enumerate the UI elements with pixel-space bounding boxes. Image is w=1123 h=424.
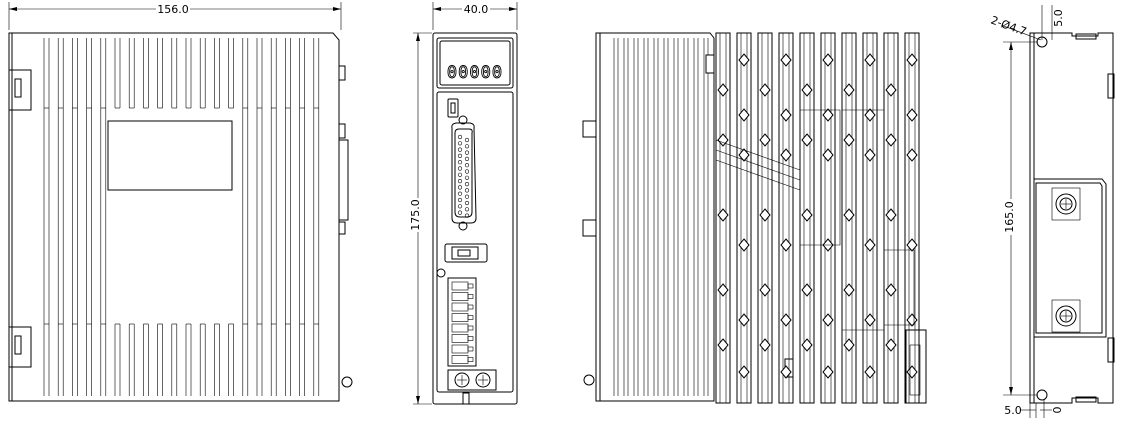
- rear-hole-callout: 2-Ø4.7: [989, 14, 1028, 39]
- comm-port: [444, 243, 488, 263]
- rear-bottom-offset: 5.0: [1004, 404, 1022, 417]
- front-view: 40.0 175.0 00000: [409, 2, 518, 405]
- usb-port: [447, 98, 459, 118]
- mount-hole-bottom: [1036, 389, 1048, 401]
- left-side-view: 156.0: [8, 2, 353, 402]
- rear-height-dimension: 165.0: [1003, 201, 1016, 233]
- front-width-dimension: 156.0: [157, 3, 189, 16]
- terminal-block: [447, 277, 477, 367]
- label-plate: [107, 120, 233, 191]
- rear-top-offset: 5.0: [1052, 9, 1065, 27]
- rear-view: 5.0 2-Ø4.7 165.0 5.0 0: [989, 5, 1115, 418]
- display-digits: 00000: [447, 63, 503, 83]
- heatsink-side-view: [582, 32, 927, 404]
- db-connector: [451, 115, 477, 231]
- led-display: [439, 40, 511, 86]
- rear-bottom-small: 0: [1051, 407, 1064, 414]
- side-width-dimension: 40.0: [464, 3, 489, 16]
- vent-slots-left: [43, 38, 320, 396]
- side-height-dimension: 175.0: [409, 199, 422, 231]
